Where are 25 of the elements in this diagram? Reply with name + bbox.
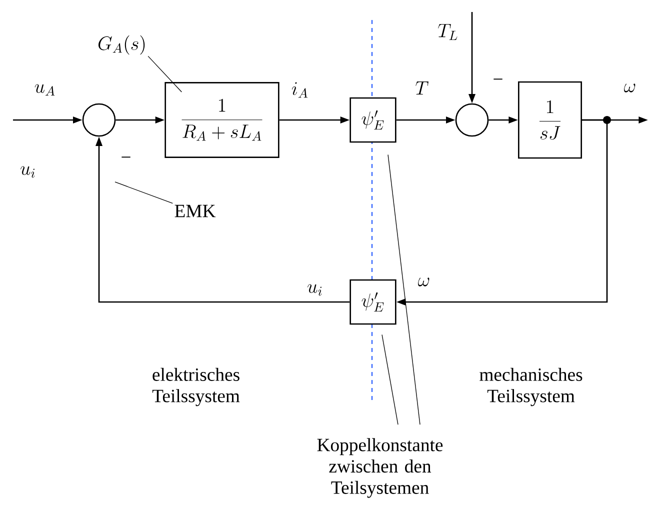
- edge-label: $\omega$: [622, 82, 638, 94]
- minus-sign: −: [122, 156, 130, 158]
- callout-text: EMK: [174, 204, 216, 218]
- leader-line: [148, 56, 182, 92]
- transfer-function-block: $\frac{1}{R_A + sL_A}$: [164, 82, 280, 158]
- summing-junction: [82, 103, 116, 137]
- edge-label: $u_A$: [33, 83, 58, 97]
- edge-label: $u_i$: [306, 283, 324, 297]
- transfer-function-block: $\psi'_E$: [350, 97, 396, 143]
- signal-label: $u_i$: [20, 166, 35, 178]
- block-label: $G_A(s)$: [98, 35, 145, 55]
- minus-sign: −: [494, 78, 502, 80]
- edge-label: $T$: [414, 80, 430, 96]
- subsystem-label: elektrisches Teilssystem: [152, 368, 240, 406]
- subsystem-label: mechanisches Teilssystem: [480, 368, 582, 406]
- callout-text: Koppelkonstante zwischen den Teilsystemen: [317, 438, 443, 498]
- edge-label: $i_A$: [290, 80, 310, 100]
- leader-line: [114, 182, 173, 204]
- transfer-function-block: $\frac{1}{sJ}$: [518, 81, 582, 159]
- edge-label: $\omega$: [416, 276, 432, 288]
- edge-label: $T_L$: [436, 22, 460, 42]
- summing-junction: [455, 103, 489, 137]
- transfer-function-block: $\psi'_E$: [350, 279, 396, 325]
- leader-line: [388, 154, 420, 425]
- leader-line: [382, 334, 398, 425]
